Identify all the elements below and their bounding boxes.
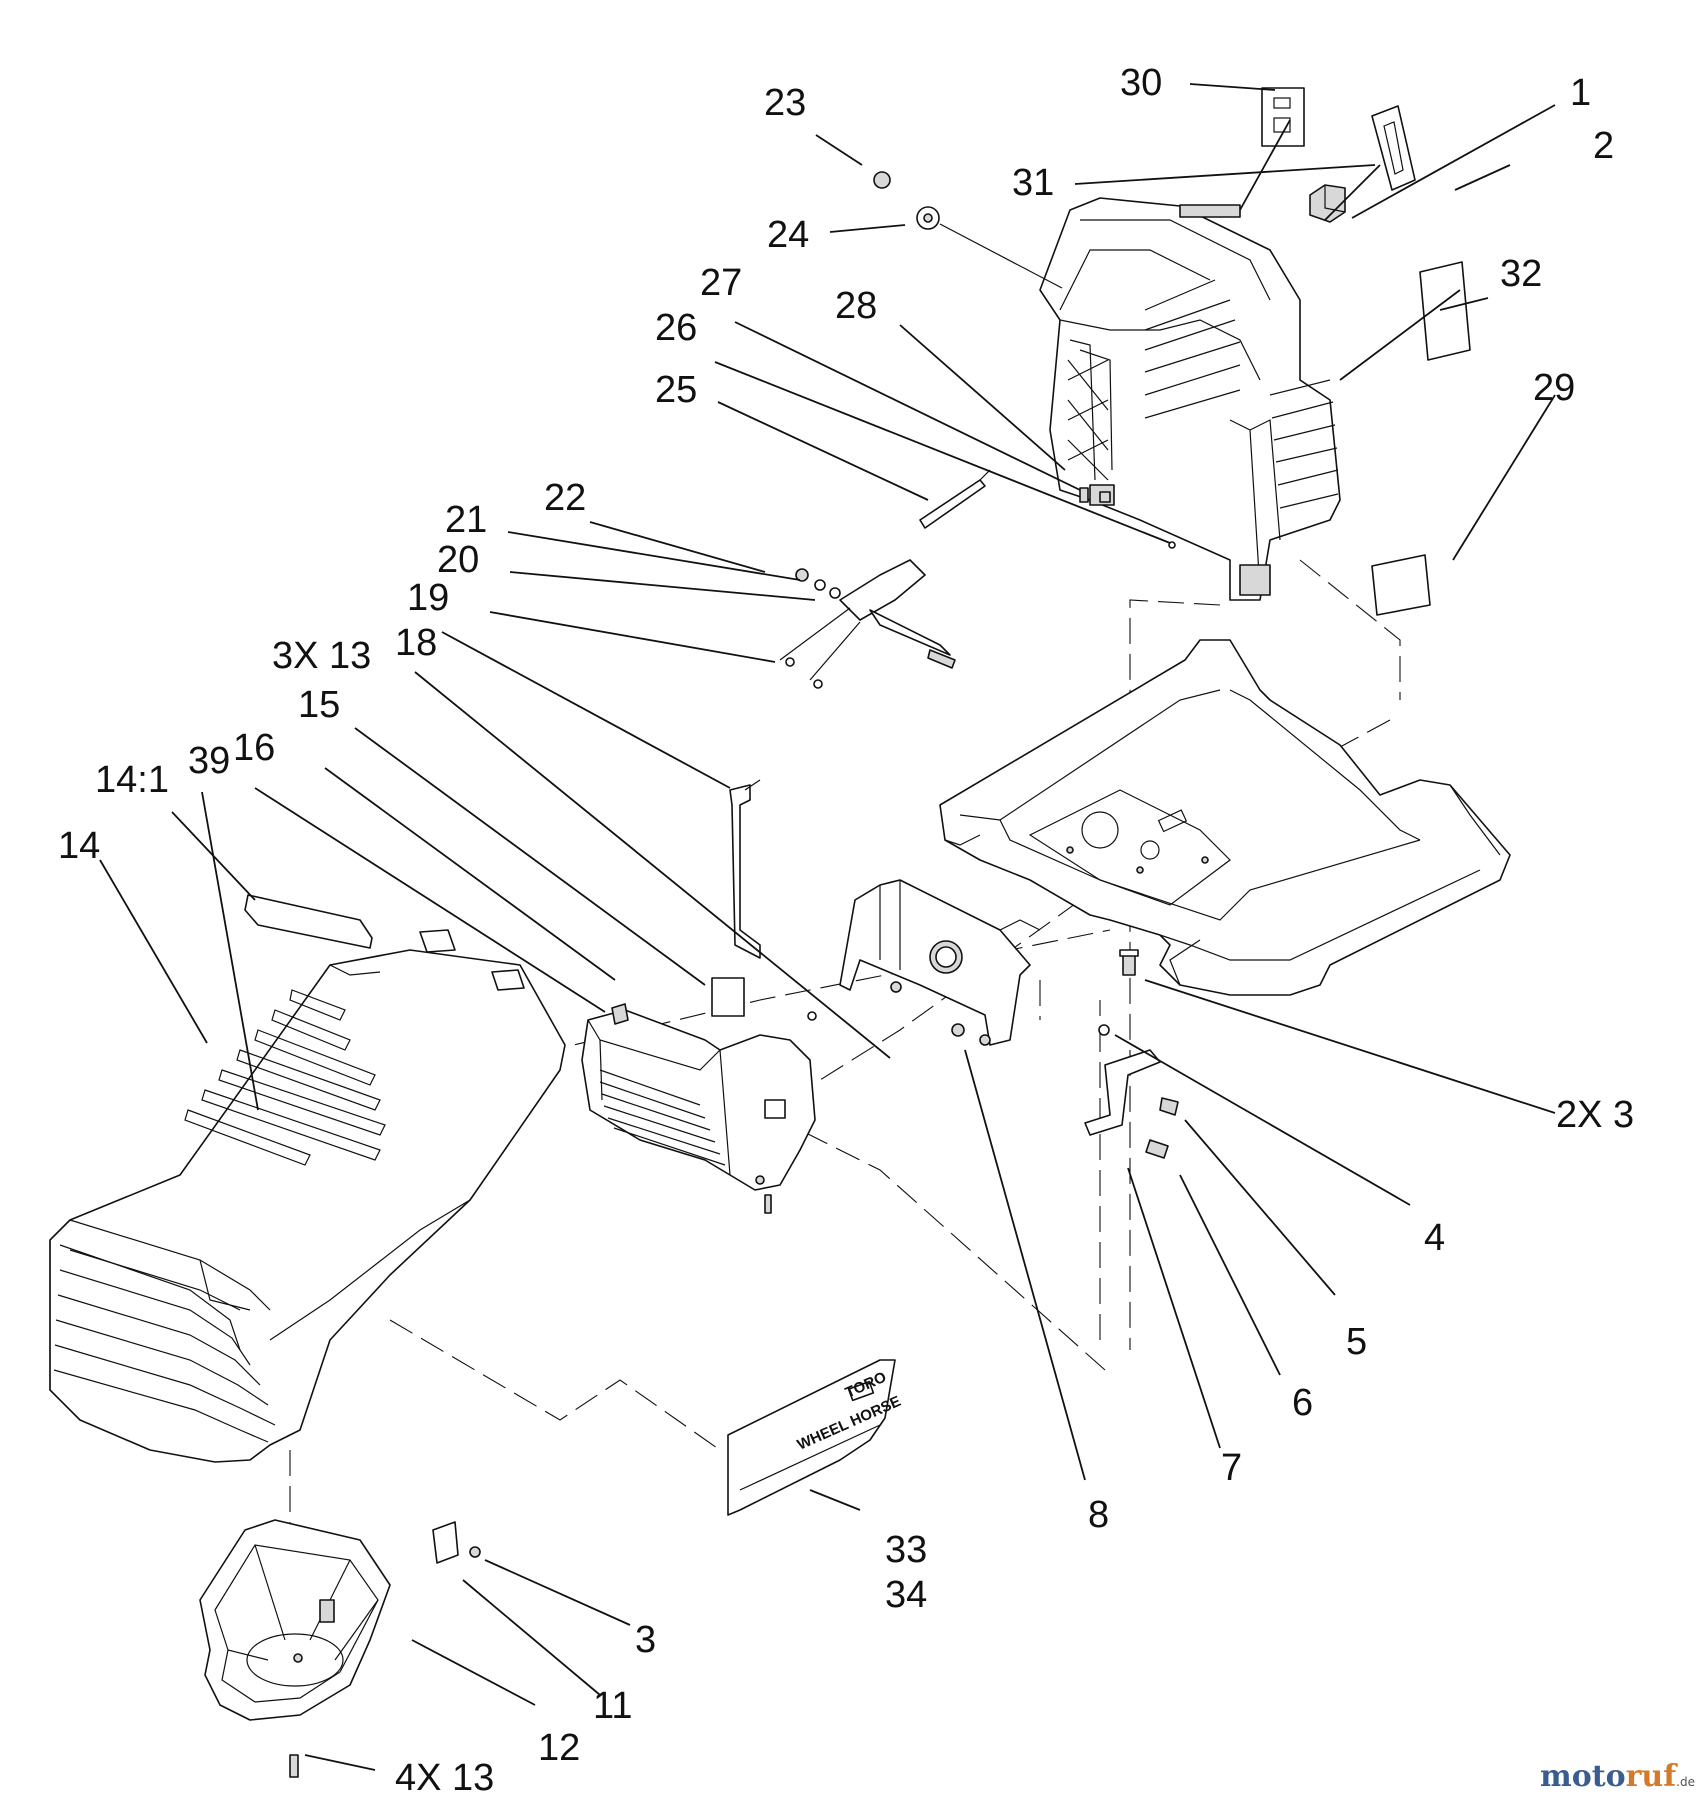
- callout-15: 15: [298, 684, 340, 726]
- callout-14: 14: [58, 825, 100, 867]
- part-4-clip: [1098, 1024, 1110, 1036]
- callout-4: 4: [1424, 1217, 1445, 1259]
- callout-18: 18: [395, 622, 437, 664]
- part-8-dash-panel: [839, 879, 1041, 1046]
- part-30-decal: [1261, 87, 1305, 147]
- part-25-control-rod: [919, 469, 991, 529]
- part-12-grille-frame: [199, 1519, 391, 1778]
- parts-26-28-hardware: [1079, 487, 1176, 549]
- callout-2x3: 2X 3: [1556, 1094, 1634, 1136]
- callout-2: 2: [1593, 125, 1614, 167]
- callout-27: 27: [700, 262, 742, 304]
- callout-3: 3: [635, 1619, 656, 1661]
- part-6-screw: [1145, 1139, 1169, 1159]
- callout-11: 11: [593, 1685, 632, 1727]
- callout-1: 1: [1570, 72, 1591, 114]
- callout-14-1: 14:1: [95, 759, 169, 801]
- part-14-hood: [49, 949, 566, 1463]
- part-16-dash-console: [581, 1003, 817, 1214]
- callout-21: 21: [445, 499, 487, 541]
- callout-31: 31: [1012, 162, 1054, 204]
- linkage-bracket-assembly: [779, 559, 956, 689]
- callout-20: 20: [437, 539, 479, 581]
- hood-front-grille: [53, 1244, 276, 1443]
- callout-32: 32: [1500, 253, 1542, 295]
- hood-emblem: [491, 969, 525, 991]
- part-23-nut: [873, 171, 891, 189]
- callout-16: 16: [233, 727, 275, 769]
- callout-29: 29: [1533, 367, 1575, 409]
- part-29-decal: [1371, 554, 1431, 616]
- part-7-bracket: [1084, 1049, 1161, 1136]
- watermark-suffix: .de: [1676, 1775, 1695, 1789]
- rear-fender-housing: [1039, 197, 1341, 601]
- part-32-decal: [1419, 261, 1471, 361]
- part-5-screw: [1159, 1097, 1179, 1116]
- callout-12: 12: [538, 1727, 580, 1769]
- callout-4x13: 4X 13: [395, 1757, 494, 1799]
- part-15-decal: [711, 977, 745, 1017]
- watermark: motoruf.de: [1540, 1759, 1695, 1794]
- callout-22: 22: [544, 477, 586, 519]
- part-2-cap: [1309, 184, 1346, 223]
- callout-labels: 30 1 2 31 23 24 32 27 28 26 25 29 22 21 …: [58, 62, 1634, 1799]
- callout-33: 33: [885, 1529, 927, 1571]
- callout-39: 39: [188, 740, 230, 782]
- watermark-part2: ruf: [1626, 1759, 1679, 1794]
- part-18-bracket: [729, 779, 761, 959]
- callout-24: 24: [767, 214, 809, 256]
- watermark-text: motoruf.de: [1540, 1759, 1695, 1794]
- watermark-part1: moto: [1540, 1759, 1626, 1794]
- callout-3x13: 3X 13: [272, 635, 371, 677]
- callout-26: 26: [655, 307, 697, 349]
- callout-23: 23: [764, 82, 806, 124]
- part-14-1-decal: [244, 894, 373, 949]
- callout-6: 6: [1292, 1382, 1313, 1424]
- fender-rear-vent-slots: [1144, 279, 1339, 509]
- fender-left-vent-slots: [1067, 339, 1113, 481]
- part-24-washer: [916, 206, 940, 230]
- part-3-screw: [469, 1546, 481, 1558]
- part-11-bracket: [432, 1521, 459, 1564]
- callout-19: 19: [407, 577, 449, 619]
- callout-5: 5: [1346, 1321, 1367, 1363]
- callout-30: 30: [1120, 62, 1162, 104]
- callout-7: 7: [1221, 1447, 1242, 1489]
- callout-25: 25: [655, 369, 697, 411]
- callout-8: 8: [1088, 1494, 1109, 1536]
- part-3-bolt: [1119, 949, 1139, 976]
- footrest-floor-pan: [939, 639, 1511, 996]
- footrest-center-plate: [1028, 789, 1231, 906]
- callout-34: 34: [885, 1574, 927, 1616]
- hood-top-vent-slots: [184, 989, 386, 1166]
- part-39-badge: [419, 929, 456, 953]
- callout-28: 28: [835, 285, 877, 327]
- part-31-decal: [1371, 105, 1416, 191]
- leader-lines: [99, 83, 1556, 1771]
